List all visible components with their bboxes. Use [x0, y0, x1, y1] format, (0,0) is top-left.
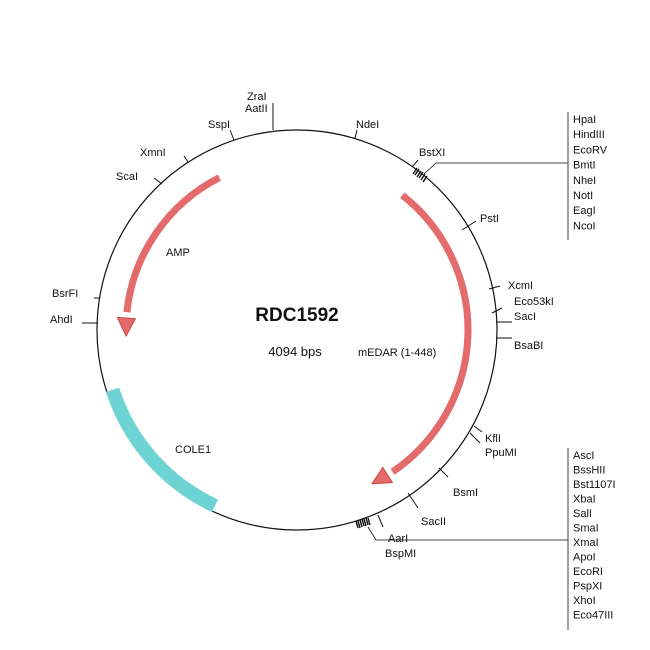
site-xcmi[interactable]: XcmI — [508, 280, 533, 292]
medar-label: mEDAR (1-448) — [358, 347, 436, 359]
site-ecorv[interactable]: EcoRV — [573, 144, 608, 156]
site-bsrfi[interactable]: BsrFI — [52, 288, 78, 300]
site-hindiii[interactable]: HindIII — [573, 129, 605, 141]
site-bsmi[interactable]: BsmI — [453, 487, 478, 499]
mcs-bottom-hatch — [355, 517, 371, 529]
site-ncoi[interactable]: NcoI — [573, 220, 596, 232]
site-aatii[interactable]: AatII — [245, 103, 268, 115]
site-ticks — [82, 103, 512, 528]
site-scai[interactable]: ScaI — [116, 171, 138, 183]
site-apoi[interactable]: ApoI — [573, 552, 596, 564]
site-ppumi[interactable]: PpuMI — [485, 447, 517, 459]
site-ahdi[interactable]: AhdI — [50, 314, 73, 326]
medar-feature[interactable] — [371, 192, 472, 485]
site-smai[interactable]: SmaI — [573, 523, 599, 535]
site-aari[interactable]: AarI — [388, 533, 408, 545]
site-kfli[interactable]: KflI — [485, 433, 501, 445]
plasmid-size: 4094 bps — [268, 344, 322, 359]
site-zrai[interactable]: ZraI — [247, 91, 267, 103]
mcs-bottom-leader — [367, 526, 568, 541]
site-sspi[interactable]: SspI — [208, 119, 230, 131]
site-pspxi[interactable]: PspXI — [573, 581, 602, 593]
plasmid-name: RDC1592 — [255, 305, 338, 326]
site-asci[interactable]: AscI — [573, 450, 594, 462]
amp-label: AMP — [166, 247, 190, 259]
site-eco53ki[interactable]: Eco53kI — [514, 296, 554, 308]
cole1-feature[interactable] — [105, 387, 219, 513]
site-hpai[interactable]: HpaI — [573, 114, 596, 126]
mcs-bottom-site-list: AscI BssHII Bst1107I XbaI SalI SmaI XmaI ApoI Ec… — [573, 450, 616, 622]
site-bsshii[interactable]: BssHII — [573, 465, 605, 477]
site-bmti[interactable]: BmtI — [573, 160, 596, 172]
site-xbai[interactable]: XbaI — [573, 494, 596, 506]
site-saci[interactable]: SacI — [514, 311, 536, 323]
amp-feature[interactable] — [116, 174, 221, 338]
backbone-circle — [96, 129, 498, 531]
site-labels: ZraI AatII SspI XmnI ScaI NdeI BstXI Pst… — [50, 91, 554, 560]
site-sacii[interactable]: SacII — [421, 516, 446, 528]
mcs-top-hatch — [412, 167, 428, 183]
site-noti[interactable]: NotI — [573, 190, 593, 202]
site-psti[interactable]: PstI — [480, 213, 499, 225]
site-xmai[interactable]: XmaI — [573, 537, 599, 549]
site-xmni[interactable]: XmnI — [140, 147, 166, 159]
site-ecori[interactable]: EcoRI — [573, 566, 603, 578]
site-bstxi[interactable]: BstXI — [419, 147, 445, 159]
site-xhoi[interactable]: XhoI — [573, 595, 596, 607]
site-sali[interactable]: SalI — [573, 508, 592, 520]
mcs-top-site-list: HpaI HindIII EcoRV BmtI NheI NotI EagI NcoI — [573, 114, 608, 232]
site-bst1107i[interactable]: Bst1107I — [573, 479, 616, 491]
site-eagi[interactable]: EagI — [573, 205, 596, 217]
site-bsabi[interactable]: BsaBI — [514, 340, 543, 352]
cole1-label: COLE1 — [175, 444, 211, 456]
site-ndei[interactable]: NdeI — [356, 119, 379, 131]
site-bspmi[interactable]: BspMI — [385, 548, 416, 560]
site-eco47iii[interactable]: Eco47III — [573, 610, 613, 622]
site-nhei[interactable]: NheI — [573, 175, 596, 187]
mcs-top-leader — [423, 162, 568, 175]
